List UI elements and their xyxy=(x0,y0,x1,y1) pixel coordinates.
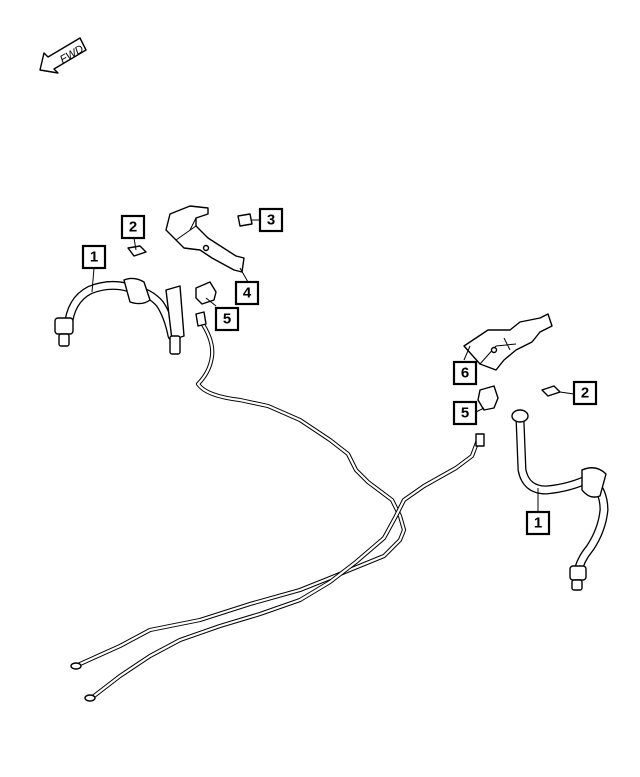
tube-end-fitting xyxy=(70,662,82,670)
callout-number: 3 xyxy=(267,212,275,229)
callout-number: 1 xyxy=(90,249,98,266)
callout-5-right: 5 xyxy=(452,400,478,426)
clip-left xyxy=(127,245,147,257)
tube-end-fitting xyxy=(84,694,96,702)
bolt-icon xyxy=(237,213,253,227)
callout-3: 3 xyxy=(258,207,284,233)
callout-2-left: 2 xyxy=(120,214,146,240)
callout-number: 5 xyxy=(461,405,469,422)
callout-1-left: 1 xyxy=(81,244,107,270)
brake-hose-right xyxy=(511,409,609,591)
callout-number: 4 xyxy=(243,285,252,302)
leader-lines xyxy=(91,219,575,512)
small-parts xyxy=(127,213,561,411)
callout-6: 6 xyxy=(452,360,478,386)
brake-hose-left xyxy=(54,277,185,355)
callout-number: 6 xyxy=(461,365,469,382)
clip-right xyxy=(541,385,561,397)
mounting-bracket-left xyxy=(165,205,245,273)
callout-1-right: 1 xyxy=(525,510,551,536)
mounting-bracket-right xyxy=(463,313,553,371)
brake-tube-assembly xyxy=(70,311,485,702)
callout-number: 2 xyxy=(581,385,589,402)
callout-4: 4 xyxy=(234,280,260,306)
callout-number: 1 xyxy=(534,515,542,532)
callout-number: 5 xyxy=(223,311,231,328)
fwd-label: FWD xyxy=(58,43,86,66)
callout-2-right: 2 xyxy=(572,380,598,406)
callout-number: 2 xyxy=(129,219,137,236)
bracket-clip-right xyxy=(477,385,499,411)
callout-5-left: 5 xyxy=(214,306,240,332)
forward-direction-indicator: FWD xyxy=(39,37,87,74)
bracket-clip-left xyxy=(195,281,217,305)
fwd-arrow-icon xyxy=(39,37,87,74)
